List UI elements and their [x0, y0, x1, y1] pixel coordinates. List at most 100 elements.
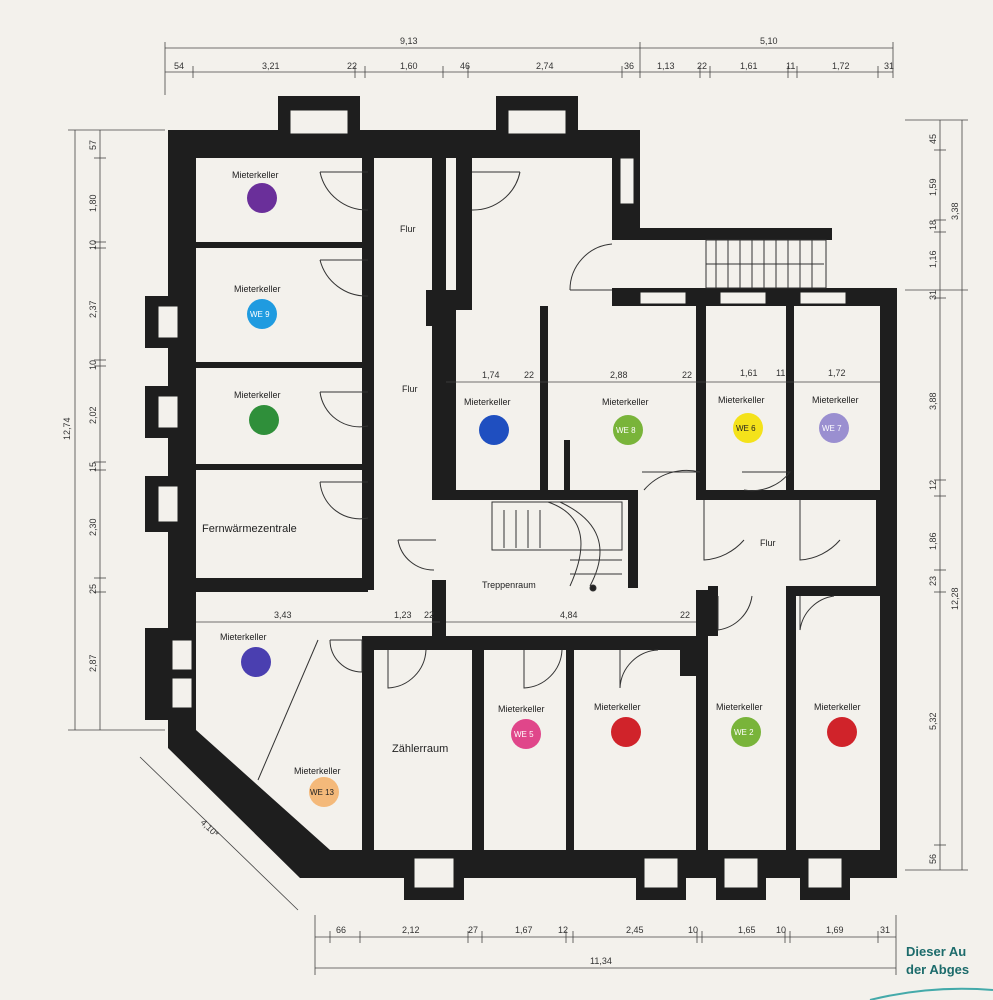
- inner-dim-8: 3,43: [274, 610, 292, 620]
- unit-marker-green-left: [249, 405, 279, 435]
- right-dim-11: 56: [928, 854, 938, 864]
- top-dim-3: 22: [347, 61, 357, 71]
- unit-label-we6: WE 6: [736, 424, 756, 433]
- inner-dim-5: 1,61: [740, 368, 758, 378]
- unit-marker-we5: [511, 719, 541, 749]
- windows: [157, 109, 847, 889]
- note-line-1: Dieser Au: [906, 944, 966, 959]
- right-dim-7: 12: [928, 480, 938, 490]
- right-dim-6: 3,88: [928, 392, 938, 410]
- room-label-zaehlerraum: Zählerraum: [392, 743, 448, 755]
- top-dim-11: 11: [786, 61, 795, 71]
- exterior-stairs: [705, 239, 827, 289]
- right-dim-9: 23: [928, 576, 938, 586]
- diagonal-dim: 4,10*: [199, 817, 221, 839]
- unit-label-we2: WE 2: [734, 728, 754, 737]
- inner-dim-9: 1,23: [394, 610, 412, 620]
- unit-markers: WE 9 WE 8 WE 6 WE 7 WE 5 WE 2 WE 13: [241, 183, 857, 807]
- room-label-keller-1: Mieterkeller: [232, 170, 279, 180]
- right-dim-1: 45: [928, 134, 938, 144]
- room-label-keller-10: Mieterkeller: [498, 704, 545, 714]
- left-dim-10: 2,87: [88, 654, 98, 672]
- left-dim-3: 10: [88, 240, 98, 250]
- left-dim-9: 25: [88, 584, 98, 594]
- interior-stair: [491, 501, 623, 592]
- diagonal-dimension-line: [139, 756, 299, 911]
- unit-marker-purple: [247, 183, 277, 213]
- right-dim-2: 1,59: [928, 178, 938, 196]
- right-dim-5: 31: [928, 290, 938, 300]
- room-label-keller-12: Mieterkeller: [716, 702, 763, 712]
- unit-marker-we9: [247, 299, 277, 329]
- room-label-keller-13: Mieterkeller: [814, 702, 861, 712]
- inner-dim-3: 2,88: [610, 370, 628, 380]
- left-dim-1: 57: [88, 140, 98, 150]
- note-line-2: der Abges: [906, 962, 969, 977]
- right-dim-10: 5,32: [928, 712, 938, 730]
- inner-dim-7: 1,72: [828, 368, 846, 378]
- top-dim-5: 46: [460, 61, 470, 71]
- right-dim-3: 18: [928, 220, 938, 230]
- room-label-keller-3: Mieterkeller: [234, 390, 281, 400]
- top-dimension-lines: [164, 42, 894, 95]
- top-dim-1: 54: [174, 61, 184, 71]
- unit-marker-we6: [733, 413, 763, 443]
- bottom-dim-7: 10: [688, 925, 698, 935]
- unit-label-we5: WE 5: [514, 730, 534, 739]
- room-label-flur-3: Flur: [760, 538, 776, 548]
- inner-dim-12: 22: [680, 610, 690, 620]
- top-dim-6: 2,74: [536, 61, 554, 71]
- bottom-dim-5: 12: [558, 925, 568, 935]
- room-label-keller-6: Mieterkeller: [718, 395, 765, 405]
- unit-marker-we13: [309, 777, 339, 807]
- right-total-dim-1: 3,38: [950, 202, 960, 220]
- bottom-dim-8: 1,65: [738, 925, 756, 935]
- bottom-dim-6: 2,45: [626, 925, 644, 935]
- stamp-arc: [869, 987, 993, 1000]
- bottom-dim-10: 1,69: [826, 925, 844, 935]
- left-dim-4: 2,37: [88, 300, 98, 318]
- room-label-keller-8: Mieterkeller: [220, 632, 267, 642]
- bottom-dim-2: 2,12: [402, 925, 420, 935]
- unit-marker-red-1: [611, 717, 641, 747]
- unit-marker-we2: [731, 717, 761, 747]
- inner-dim-2: 22: [524, 370, 534, 380]
- room-label-flur-2: Flur: [402, 384, 418, 394]
- room-label-keller-4: Mieterkeller: [464, 397, 511, 407]
- bottom-dim-11: 31: [880, 925, 890, 935]
- left-dim-8: 2,30: [88, 518, 98, 536]
- bottom-dimension-lines: [314, 915, 897, 975]
- left-dim-7: 15: [88, 462, 98, 472]
- unit-label-we13: WE 13: [310, 788, 335, 797]
- unit-marker-blue: [479, 415, 509, 445]
- top-dim-9: 22: [697, 61, 707, 71]
- top-dim-2: 3,21: [262, 61, 280, 71]
- room-label-treppenraum: Treppenraum: [482, 580, 536, 590]
- inner-dim-6: 11: [776, 368, 785, 378]
- unit-label-we9: WE 9: [250, 310, 270, 319]
- inner-dim-10: 22: [424, 610, 434, 620]
- right-total-dim-2: 12,28: [950, 587, 960, 610]
- room-label-keller-9: Mieterkeller: [294, 766, 341, 776]
- right-dim-8: 1,86: [928, 532, 938, 550]
- unit-label-we7: WE 7: [822, 424, 842, 433]
- unit-marker-red-2: [827, 717, 857, 747]
- room-label-flur-1: Flur: [400, 224, 416, 234]
- inner-dim-11: 4,84: [560, 610, 578, 620]
- left-dim-5: 10: [88, 360, 98, 370]
- right-dim-4: 1,16: [928, 250, 938, 268]
- left-dimension-lines: [68, 129, 165, 731]
- top-dim-10: 1,61: [740, 61, 758, 71]
- unit-marker-we8: [613, 415, 643, 445]
- bottom-total-dim: 11,34: [590, 956, 612, 966]
- bottom-dim-4: 1,67: [515, 925, 533, 935]
- left-dim-2: 1,80: [88, 194, 98, 212]
- bottom-dim-9: 10: [776, 925, 786, 935]
- right-dimension-lines: [905, 119, 968, 871]
- room-label-keller-7: Mieterkeller: [812, 395, 859, 405]
- top-total-dim-1: 9,13: [400, 36, 418, 46]
- left-dim-6: 2,02: [88, 406, 98, 424]
- unit-marker-we7: [819, 413, 849, 443]
- top-total-dim-2: 5,10: [760, 36, 778, 46]
